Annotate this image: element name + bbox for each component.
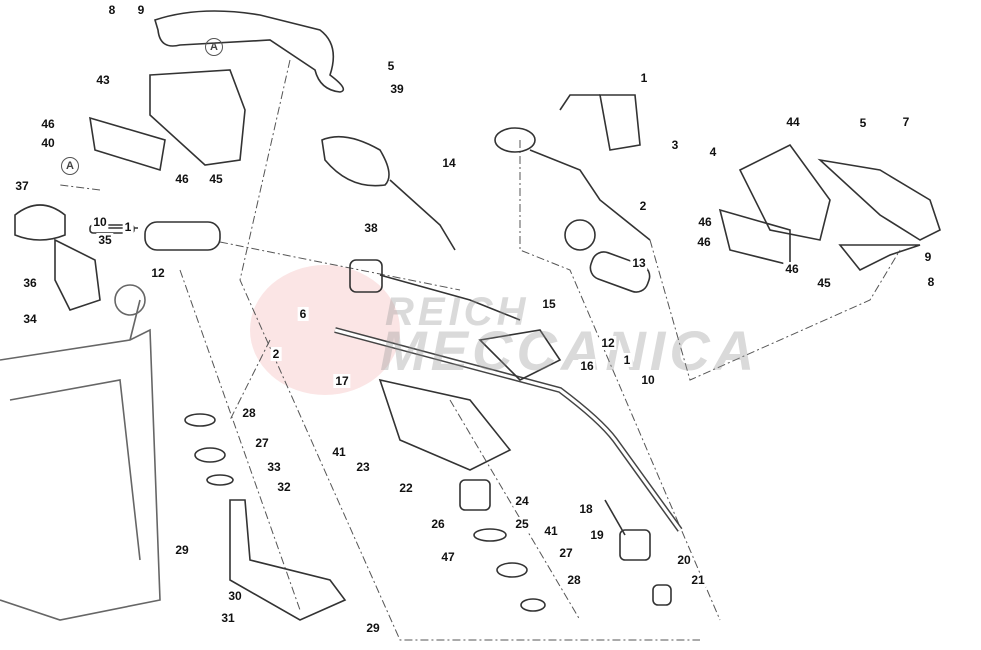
part-number-label: 44 — [784, 115, 802, 129]
part-number-label: 25 — [513, 517, 531, 531]
part-number-label: 26 — [429, 517, 447, 531]
handlebar — [334, 327, 683, 532]
part-number-label: 46 — [695, 235, 713, 249]
left-grip — [144, 221, 221, 251]
handlebar-clamp — [478, 329, 562, 381]
part-number-label: 29 — [364, 621, 382, 635]
part-number-label: 27 — [557, 546, 575, 560]
part-number-label: 20 — [675, 553, 693, 567]
part-number-label: 41 — [542, 524, 560, 538]
part-number-label: 10 — [91, 215, 109, 229]
part-number-label: 1 — [638, 71, 650, 85]
part-number-label: 15 — [540, 297, 558, 311]
left-mirror — [321, 135, 456, 251]
part-number-label: 23 — [354, 460, 372, 474]
part-number-label: 5 — [857, 116, 869, 130]
part-number-label: 5 — [385, 59, 397, 73]
part-number-label: 16 — [578, 359, 596, 373]
part-number-label: 17 — [333, 374, 351, 388]
part-number-label: 10 — [639, 373, 657, 387]
part-number-label: 2 — [270, 347, 282, 361]
view-callout-a: A — [205, 38, 223, 56]
part-number-label: 27 — [253, 436, 271, 450]
part-number-label: 36 — [21, 276, 39, 290]
part-number-label: 41 — [330, 445, 348, 459]
part-number-label: 9 — [922, 250, 934, 264]
part-number-label: 1 — [122, 220, 134, 234]
ignition-parts — [14, 204, 101, 311]
part-number-label: 45 — [207, 172, 225, 186]
part-number-label: 12 — [599, 336, 617, 350]
part-number-label: 46 — [696, 215, 714, 229]
part-number-label: 46 — [173, 172, 191, 186]
handguard-bracket-right — [718, 143, 941, 272]
part-number-label: 2 — [637, 199, 649, 213]
part-number-label: 3 — [669, 138, 681, 152]
part-number-label: 39 — [388, 82, 406, 96]
part-number-label: 43 — [94, 73, 112, 87]
part-number-label: 35 — [96, 233, 114, 247]
part-number-label: 1 — [621, 353, 633, 367]
part-number-label: 8 — [925, 275, 937, 289]
right-grip — [589, 251, 651, 293]
part-number-label: 21 — [689, 573, 707, 587]
part-number-label: 28 — [240, 406, 258, 420]
part-number-label: 13 — [630, 256, 648, 270]
part-number-label: 45 — [815, 276, 833, 290]
part-number-label: 19 — [588, 528, 606, 542]
part-number-label: 34 — [21, 312, 39, 326]
part-number-label: 7 — [900, 115, 912, 129]
part-number-label: 47 — [439, 550, 457, 564]
part-number-label: 12 — [149, 266, 167, 280]
part-number-label: 46 — [39, 117, 57, 131]
steering-stem — [184, 413, 347, 621]
upper-triple-clamp — [378, 378, 512, 471]
part-number-label: 22 — [397, 481, 415, 495]
part-number-label: 24 — [513, 494, 531, 508]
view-callout-a: A — [61, 157, 79, 175]
part-number-label: 31 — [219, 611, 237, 625]
part-number-label: 30 — [226, 589, 244, 603]
watermark-logo — [250, 265, 400, 395]
part-number-label: 37 — [13, 179, 31, 193]
brake-master-cylinder — [494, 127, 651, 251]
bar-end-parts — [604, 499, 672, 606]
clutch-lever — [379, 274, 521, 321]
part-number-label: 4 — [707, 145, 719, 159]
frame — [0, 284, 161, 621]
part-number-label: 6 — [297, 307, 309, 321]
part-number-label: 40 — [39, 136, 57, 150]
assembly-lines — [59, 59, 901, 641]
part-number-label: 8 — [106, 3, 118, 17]
left-switch — [349, 259, 383, 293]
part-number-label: 46 — [783, 262, 801, 276]
part-number-label: 29 — [173, 543, 191, 557]
watermark-line2: MECCANICA — [380, 319, 759, 382]
part-number-label: 14 — [440, 156, 458, 170]
part-number-label: 33 — [265, 460, 283, 474]
watermark-line1: REICH — [385, 290, 530, 334]
part-number-label: 28 — [565, 573, 583, 587]
part-number-label: 38 — [362, 221, 380, 235]
part-number-label: 18 — [577, 502, 595, 516]
right-mirror — [559, 94, 641, 151]
part-number-label: 32 — [275, 480, 293, 494]
part-number-label: 9 — [135, 3, 147, 17]
